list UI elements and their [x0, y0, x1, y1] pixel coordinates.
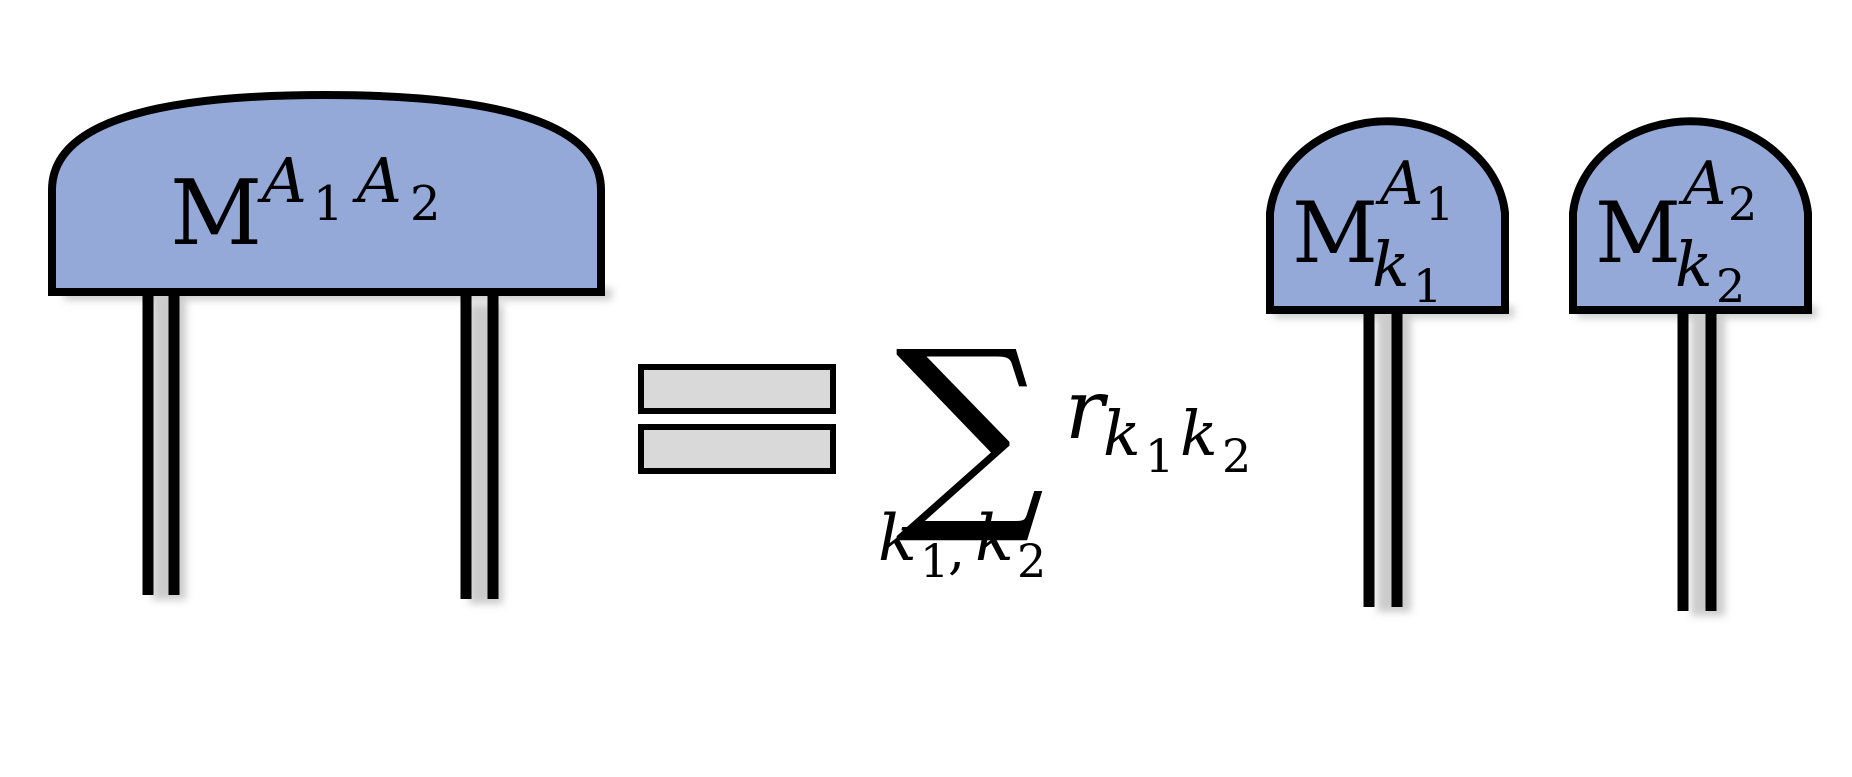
sum-symbol: ∑ — [895, 305, 1045, 550]
coefficient-k2-letter: k — [1180, 397, 1218, 470]
right-1-sup-index: 1 — [1425, 177, 1454, 231]
right-tensor-1-body — [1266, 117, 1509, 314]
summation: ∑ k 1 , k 2 — [878, 305, 1046, 588]
right-tensor-1: M A 1 k 1 — [1266, 117, 1514, 612]
right-2-sup-index: 2 — [1728, 177, 1757, 231]
coefficient: r k 1 k 2 — [1065, 363, 1251, 483]
right-tensor-2-legs — [1677, 310, 1717, 611]
left-sup-1-letter: A — [257, 144, 307, 217]
right-1-symbol: M — [1292, 184, 1378, 282]
right-tensor-1-legs — [1363, 310, 1403, 607]
right-2-sub-letter: k — [1675, 228, 1713, 301]
sum-sub-k1-index: 1 — [920, 534, 949, 588]
left-tensor-legs — [142, 292, 499, 599]
right-1-sub-index: 1 — [1413, 259, 1442, 313]
right-tensor-1-label: M A 1 k 1 — [1292, 149, 1454, 313]
equals-bar-top — [638, 364, 836, 414]
right-2-symbol: M — [1595, 184, 1681, 282]
left-tensor: M A 1 A 2 — [48, 90, 612, 604]
left-tensor-label: M A 1 A 2 — [170, 144, 441, 266]
equals-bar-bottom — [638, 424, 836, 474]
right-tensor-2: M A 2 k 2 — [1569, 117, 1817, 616]
right-2-sup-letter: A — [1678, 149, 1726, 219]
left-sup-2-index: 2 — [410, 176, 441, 232]
left-sup-1-index: 1 — [313, 176, 344, 232]
right-1-sub-letter: k — [1372, 228, 1410, 301]
equals-sign — [638, 364, 836, 474]
sum-sub-k2-letter: k — [975, 502, 1014, 576]
right-2-sub-index: 2 — [1716, 259, 1745, 313]
right-1-sup-letter: A — [1375, 149, 1423, 219]
right-tensor-2-label: M A 2 k 2 — [1595, 149, 1757, 313]
coefficient-k1-letter: k — [1103, 397, 1141, 470]
right-tensor-2-body — [1569, 117, 1812, 314]
sum-sub-comma: , — [948, 518, 965, 581]
sum-sub-k2-index: 2 — [1017, 534, 1046, 588]
coefficient-letter: r — [1065, 363, 1109, 458]
left-sup-2-letter: A — [352, 144, 402, 217]
coefficient-k1-index: 1 — [1145, 429, 1174, 483]
sum-sub-k1-letter: k — [878, 502, 917, 576]
left-tensor-symbol: M — [170, 161, 262, 266]
coefficient-k2-index: 2 — [1222, 429, 1251, 483]
left-tensor-body — [48, 90, 605, 296]
right-tensor-2-shadow — [1577, 306, 1817, 616]
